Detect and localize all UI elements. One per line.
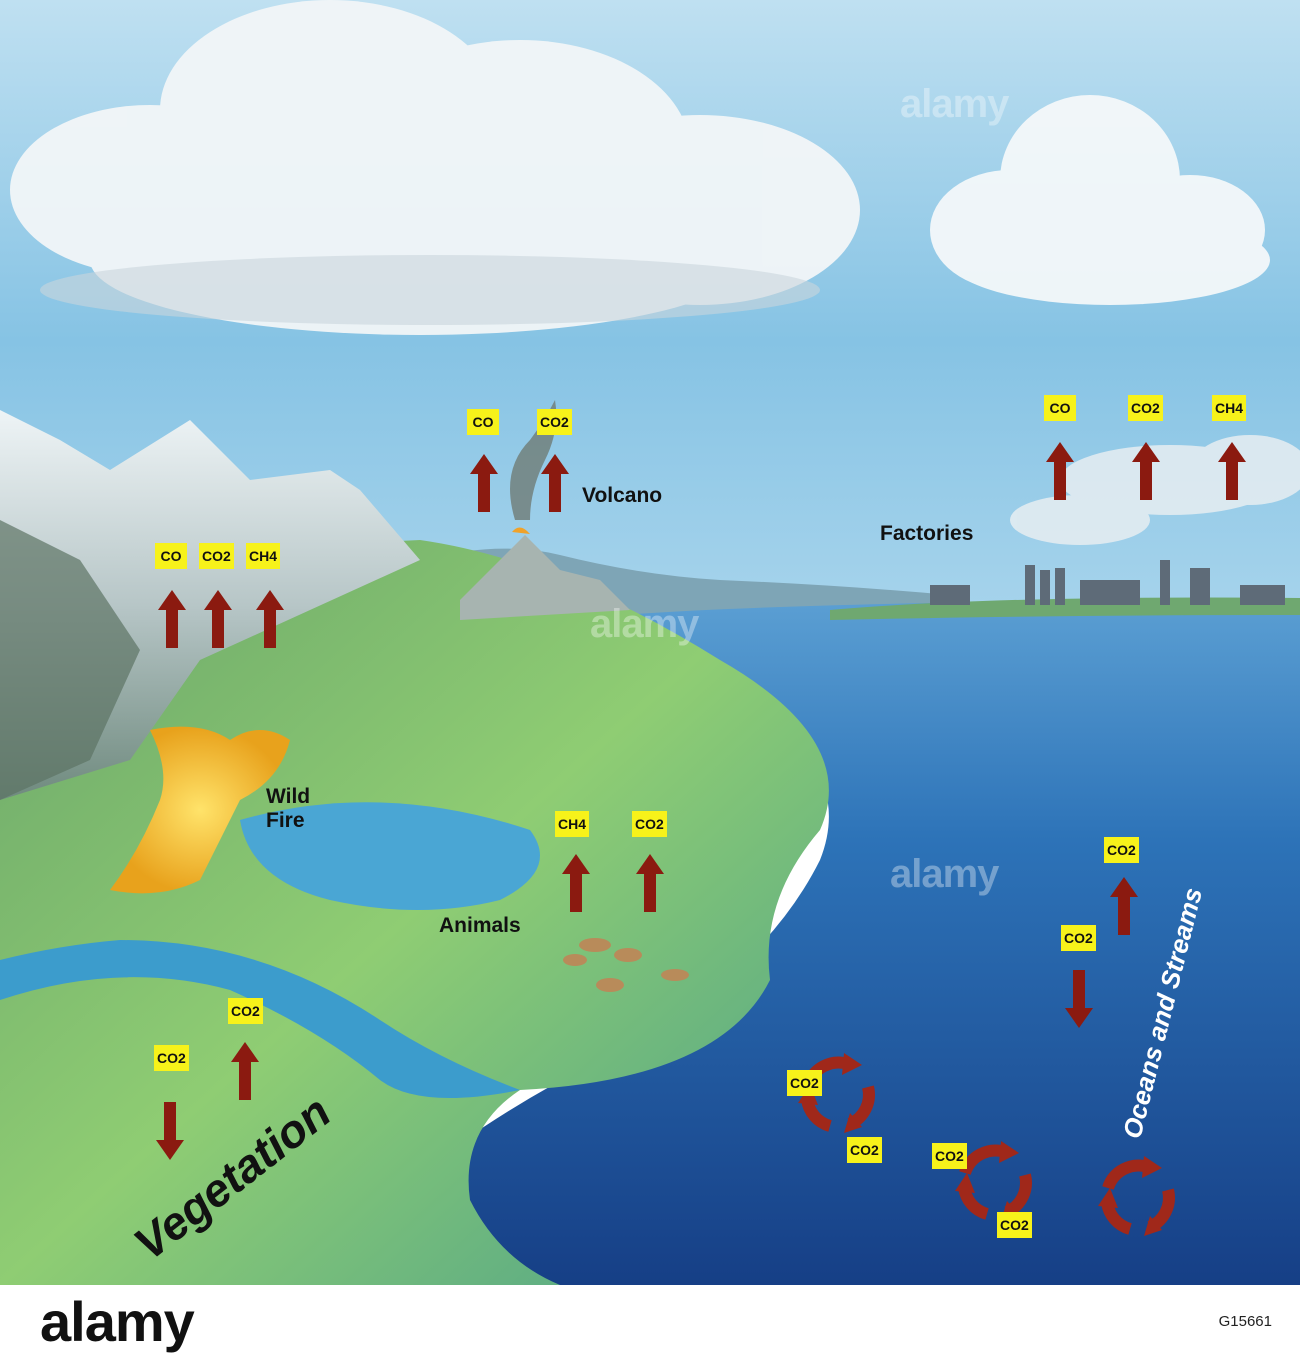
cloud-left-shadow bbox=[40, 255, 820, 325]
mountain-shadow bbox=[0, 520, 140, 800]
factories-label: Factories bbox=[880, 522, 974, 545]
wildfire bbox=[110, 726, 290, 894]
lake bbox=[240, 802, 540, 910]
ocean-cycle-co2-label-4: CO2 bbox=[997, 1212, 1032, 1238]
volcano-co-label: CO bbox=[467, 409, 499, 435]
factory-smoke bbox=[1010, 435, 1300, 545]
factory-buildings bbox=[930, 560, 1285, 605]
animals-label: Animals bbox=[439, 914, 521, 937]
volcano-crater bbox=[512, 527, 530, 534]
ocean-co2-up-label: CO2 bbox=[1104, 837, 1139, 863]
factories-co-label: CO bbox=[1044, 395, 1076, 421]
land bbox=[0, 540, 829, 1285]
animals-herd bbox=[563, 938, 689, 992]
brand-logo: alamy bbox=[40, 1290, 195, 1353]
watermark-2: alamy bbox=[590, 602, 699, 646]
watermark-3: alamy bbox=[890, 852, 999, 896]
ocean-cycle-co2-label-2: CO2 bbox=[847, 1137, 882, 1163]
ocean-co2-down-label: CO2 bbox=[1061, 925, 1096, 951]
footer-bar: alamy G15661 bbox=[0, 1285, 1300, 1371]
factories-co2-label: CO2 bbox=[1128, 395, 1163, 421]
wildfire-ch4-label: CH4 bbox=[246, 543, 281, 569]
animals-ch4-label: CH4 bbox=[555, 811, 590, 837]
wildfire-co2-label: CO2 bbox=[199, 543, 234, 569]
wildfire-label: Wild Fire bbox=[266, 785, 311, 832]
vegetation-co2-up-label: CO2 bbox=[228, 998, 263, 1024]
animals-co2-label: CO2 bbox=[632, 811, 667, 837]
image-id: G15661 bbox=[1218, 1313, 1272, 1330]
river bbox=[0, 940, 520, 1098]
carbon-cycle-illustration: Vegetation Oceans and Streams bbox=[0, 0, 1300, 1285]
cloud-right bbox=[930, 95, 1270, 305]
ocean bbox=[300, 600, 1300, 1285]
vegetation-co2-down-label: CO2 bbox=[154, 1045, 189, 1071]
volcano-co2-label: CO2 bbox=[537, 409, 572, 435]
factories-ch4-label: CH4 bbox=[1212, 395, 1247, 421]
volcano-label: Volcano bbox=[582, 484, 663, 507]
ocean-cycle-co2-label-3: CO2 bbox=[932, 1143, 967, 1169]
volcano-mountain bbox=[460, 535, 630, 620]
watermark-1: alamy bbox=[900, 82, 1009, 126]
ocean-cycle-co2-label-1: CO2 bbox=[787, 1070, 822, 1096]
wildfire-co-label: CO bbox=[155, 543, 187, 569]
